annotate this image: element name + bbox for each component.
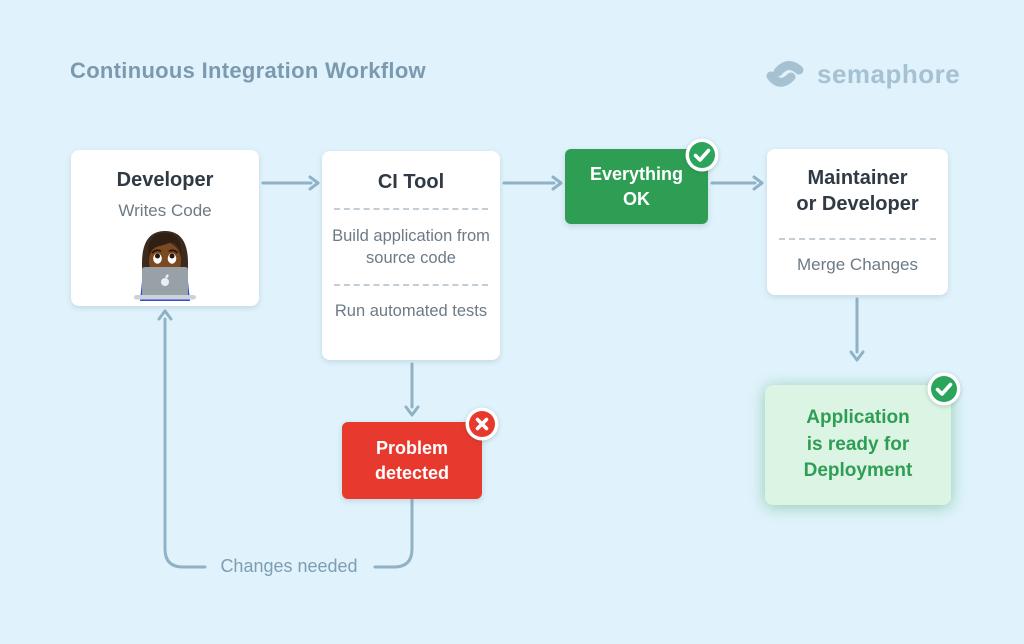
everything-ok-label: Everything OK [589,164,684,209]
node-ci-tool: CI Tool Build application from source co… [322,151,500,360]
edge-citool-to-everything-ok [502,175,563,191]
node-everything-ok: Everything OK [565,149,708,224]
check-badge-icon [685,138,719,172]
developer-subtitle: Writes Code [118,201,212,220]
page-title: Continuous Integration Workflow [70,58,426,83]
woman-technologist-emoji [132,229,198,306]
semaphore-logo: semaphore [763,55,960,93]
deployment-ready-label: Application is ready for Deployment [803,407,913,482]
check-badge-icon [927,372,961,406]
developer-title: Developer [116,169,214,191]
edge-everything-ok-to-maintainer [710,175,764,191]
ci-tool-title: CI Tool [377,171,445,193]
ci-tool-step-tests: Run automated tests [334,302,488,320]
node-maintainer: Maintainer or Developer Merge Changes [767,149,948,295]
semaphore-swoosh-icon [763,55,809,93]
cross-badge-icon [465,407,499,441]
changes-needed-label: Changes needed [220,556,358,576]
edge-maintainer-to-deployment [849,297,865,362]
semaphore-logo-text: semaphore [817,58,961,89]
node-problem-detected: Problem detected [342,422,482,499]
edge-citool-to-problem [404,362,420,417]
maintainer-subtitle: Merge Changes [797,255,918,274]
dashed-divider [779,238,936,240]
node-deployment-ready: Application is ready for Deployment [765,385,951,505]
dashed-divider [334,284,488,286]
problem-detected-label: Problem detected [374,438,450,483]
maintainer-title: Maintainer or Developer [796,167,919,215]
ci-tool-step-build: Build application from source code [332,227,490,268]
node-developer: Developer Writes Code [71,150,259,306]
dashed-divider [334,208,488,210]
edge-developer-to-citool [261,175,320,191]
